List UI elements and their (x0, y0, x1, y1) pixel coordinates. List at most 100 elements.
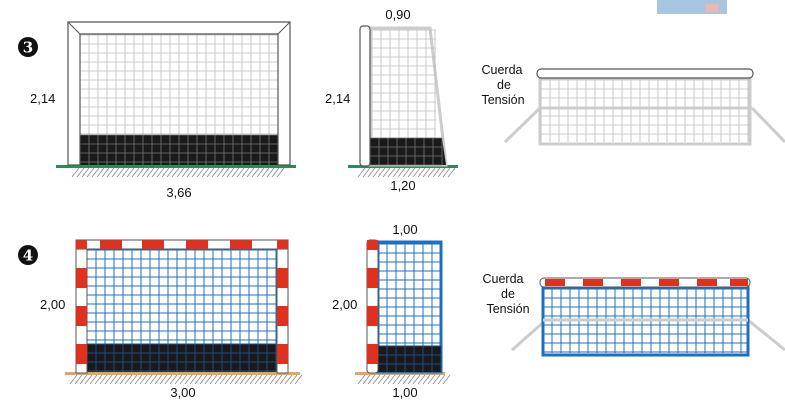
net-line (432, 374, 441, 385)
row-4-side-goal: 2,00 1,00 1,00 (332, 222, 451, 400)
net-line (397, 167, 406, 178)
net-line (412, 374, 421, 385)
net-line (84, 374, 93, 385)
net-line (206, 167, 215, 178)
net-line (442, 374, 451, 385)
net-line (89, 374, 98, 385)
net-line (226, 167, 235, 178)
net-line (86, 167, 95, 178)
net-line (261, 167, 270, 178)
bottom-depth-label: 1,00 (392, 385, 417, 400)
net-line (259, 374, 268, 385)
net-line (271, 167, 280, 178)
ground-line (65, 372, 300, 375)
net-line (397, 374, 406, 385)
net-line (174, 374, 183, 385)
row-4-tension-diagram: Cuerda de Tensión (483, 272, 785, 357)
red-stripe (367, 268, 378, 288)
net-line (211, 167, 220, 178)
red-stripe (76, 344, 87, 364)
net-line (111, 167, 120, 178)
net-line (201, 167, 210, 178)
height-label: 2,00 (332, 297, 357, 312)
crossbar-stripes (545, 279, 748, 286)
red-stripe (142, 240, 164, 249)
bottom-depth-label: 1,20 (390, 178, 415, 193)
tension-label-line1: Cuerda (483, 272, 524, 286)
net-line (71, 167, 80, 178)
net-line (224, 374, 233, 385)
net-line (139, 374, 148, 385)
net-dark-bottom (87, 344, 277, 372)
red-stripe (186, 240, 208, 249)
net-line (392, 167, 401, 178)
row-3-tension-diagram: Cuerda de Tensión (481, 63, 785, 146)
net-line (164, 374, 173, 385)
net-line (377, 167, 386, 178)
red-stripe (367, 240, 378, 250)
red-stripe (659, 279, 679, 286)
goal-frame (67, 21, 291, 166)
net-grid-dark (86, 343, 277, 372)
net-line (266, 167, 275, 178)
net-line (432, 167, 441, 178)
net-line (124, 374, 133, 385)
net-line (116, 167, 125, 178)
badge-circle (18, 37, 38, 57)
red-stripe (697, 279, 717, 286)
red-stripe (367, 306, 378, 326)
tension-label-line2: de (497, 78, 511, 92)
net-line (402, 374, 411, 385)
net-line (357, 167, 366, 178)
net-line (221, 167, 230, 178)
row-4-front-goal: 2,00 3,00 (40, 239, 303, 400)
net-line (357, 374, 366, 385)
net-line (284, 374, 293, 385)
net-line (246, 167, 255, 178)
tension-label-line2: de (501, 287, 515, 301)
frame-corner-left (67, 21, 81, 35)
net-dark-bottom (378, 346, 441, 372)
tension-support-right (750, 106, 785, 144)
net-line (251, 167, 260, 178)
net-line (186, 167, 195, 178)
net-line (256, 167, 265, 178)
height-label: 2,14 (30, 91, 55, 106)
red-stripe (277, 240, 288, 249)
net-line (372, 167, 381, 178)
net-line (181, 167, 190, 178)
row-3-front-goal: 2,14 3,66 (30, 21, 296, 200)
net-line (422, 374, 431, 385)
net-line (387, 167, 396, 178)
net-line (427, 374, 436, 385)
red-stripe (367, 344, 378, 364)
width-label: 3,00 (170, 385, 195, 400)
net-line (131, 167, 140, 178)
tension-support-right (747, 318, 785, 352)
net-line (76, 167, 85, 178)
red-stripe (76, 306, 87, 326)
net-line (129, 374, 138, 385)
net-line (81, 167, 90, 178)
net-line (279, 374, 288, 385)
post-stripes (367, 240, 378, 364)
crossbar (536, 68, 754, 79)
net-line (269, 374, 278, 385)
net-line (264, 374, 273, 385)
net-line (412, 167, 421, 178)
net-line (194, 374, 203, 385)
ground-line (56, 165, 296, 168)
red-stripe (277, 344, 288, 364)
net-line (392, 374, 401, 385)
net-line (402, 167, 411, 178)
net-line (422, 167, 431, 178)
net-line (101, 167, 110, 178)
red-stripe (76, 240, 87, 249)
net-line (236, 167, 245, 178)
net-line (294, 374, 303, 385)
net-line (427, 167, 436, 178)
net-line (229, 374, 238, 385)
net-line (161, 167, 170, 178)
top-depth-label: 1,00 (392, 222, 417, 237)
